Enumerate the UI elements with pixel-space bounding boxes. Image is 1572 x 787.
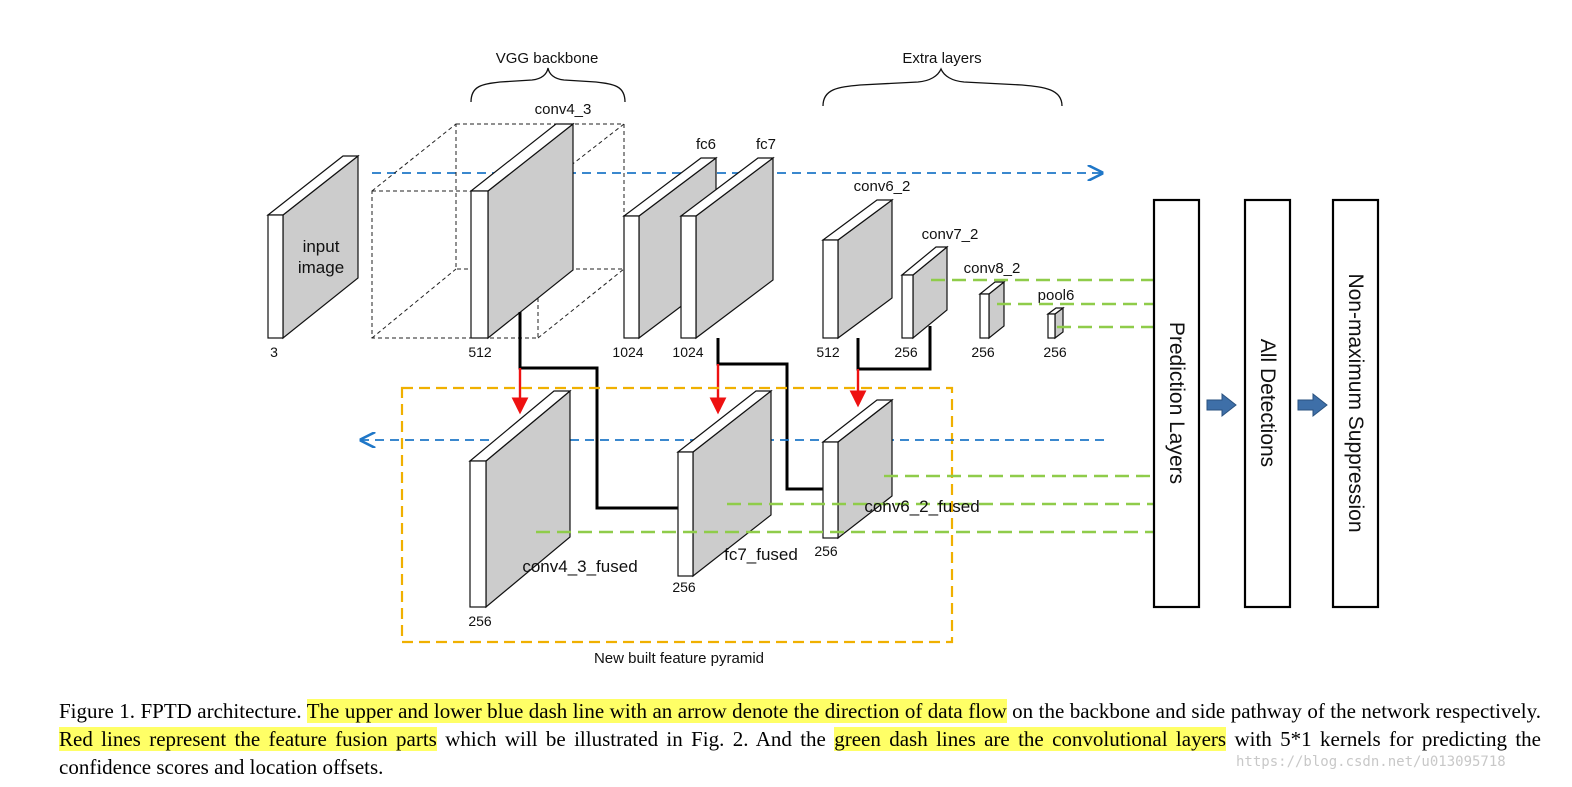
conv7-2-label: conv7_2 — [922, 226, 979, 243]
conv4-3-fused-label: conv4_3_fused — [522, 557, 637, 576]
fc6-channels: 1024 — [612, 344, 643, 360]
caption-highlight-green-lines: green dash lines are the convolutional l… — [834, 727, 1227, 751]
watermark: https://blog.csdn.net/u013095718 — [1236, 754, 1506, 770]
conv6-2-fused-label: conv6_2_fused — [864, 497, 979, 516]
fusion-connectors — [518, 312, 932, 510]
conv6-2-layer — [821, 198, 894, 340]
extra-layers-label: Extra layers — [902, 50, 981, 67]
input-image-layer — [266, 154, 360, 340]
conv4-3-layer — [469, 122, 575, 340]
conv4-3-label: conv4_3 — [535, 101, 592, 118]
conv6-2-channels: 512 — [816, 344, 840, 360]
input-image-label-line2: image — [298, 258, 344, 277]
vgg-backbone-label: VGG backbone — [496, 50, 599, 67]
pool6-label: pool6 — [1038, 287, 1075, 304]
caption-text-1: Figure 1. FPTD architecture. — [59, 699, 307, 723]
all-detections-box — [1243, 198, 1292, 609]
conv7-2-layer — [900, 245, 949, 340]
nms-label: Non-maximum Suppression — [1344, 273, 1367, 532]
fc7-channels: 1024 — [672, 344, 703, 360]
fused-layer-prediction-lines — [536, 474, 1154, 534]
fc7-fused-channels: 256 — [672, 579, 696, 595]
conv6-2-label: conv6_2 — [854, 178, 911, 195]
caption-text-4: with 5*1 kernels for predicting the conf… — [59, 727, 1541, 779]
fc7-layer — [679, 156, 775, 340]
caption-text-2: on the backbone and side pathway of the … — [1006, 699, 1541, 723]
fc6-label: fc6 — [696, 136, 716, 153]
detections-to-nms-arrow — [1297, 392, 1328, 418]
fc6-layer — [622, 156, 718, 340]
extra-layer-prediction-lines — [931, 278, 1154, 329]
pool6-layer — [1046, 306, 1065, 340]
fc7-label: fc7 — [756, 136, 776, 153]
conv8-2-channels: 256 — [971, 344, 995, 360]
caption-highlight-fusion: Red lines represent the feature fusion p… — [59, 727, 437, 751]
prediction-layers-box — [1152, 198, 1201, 609]
extra-layers-brace — [822, 67, 1063, 107]
input-image-channels: 3 — [270, 344, 278, 360]
conv4-3-channels: 512 — [468, 344, 492, 360]
feature-pyramid-label: New built feature pyramid — [594, 650, 764, 667]
conv8-2-layer — [978, 280, 1006, 340]
conv4-3-fused-channels: 256 — [468, 613, 492, 629]
input-image-label-line1: input — [303, 237, 340, 256]
all-detections-label: All Detections — [1256, 339, 1279, 467]
conv4-3-fused-layer — [468, 389, 572, 609]
caption-text-3: which will be illustrated in Fig. 2. And… — [436, 727, 835, 751]
fc7-fused-layer — [676, 389, 773, 578]
conv6-2-fused-layer — [821, 398, 894, 540]
prediction-to-detections-arrow — [1206, 392, 1237, 418]
feature-pyramid-frame — [400, 386, 954, 644]
prediction-layers-label: Prediction Layers — [1165, 322, 1188, 484]
nms-box — [1331, 198, 1380, 609]
figure-caption: Figure 1. FPTD architecture. The upper a… — [59, 697, 1541, 781]
vgg-backbone-brace — [470, 67, 626, 103]
pool6-channels: 256 — [1043, 344, 1067, 360]
conv8-2-label: conv8_2 — [964, 260, 1021, 277]
feature-fusion-arrows — [511, 364, 867, 415]
conv6-2-fused-channels: 256 — [814, 543, 838, 559]
conv7-2-channels: 256 — [894, 344, 918, 360]
caption-highlight-data-flow: The upper and lower blue dash line with … — [306, 699, 1007, 723]
fc7-fused-label: fc7_fused — [724, 545, 798, 564]
